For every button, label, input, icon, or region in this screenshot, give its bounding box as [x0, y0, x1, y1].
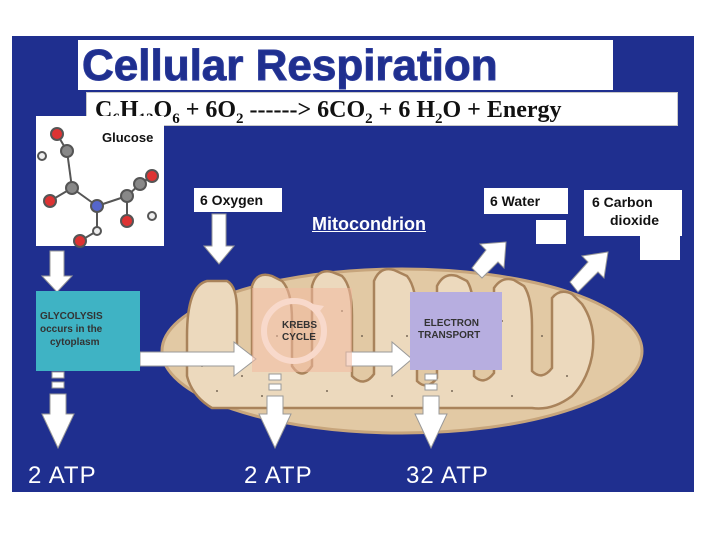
- krebs-label-line1: KREBS: [282, 320, 318, 331]
- carbon-dioxide-box: 6 Carbon dioxide: [584, 190, 682, 236]
- water-arrow: [471, 241, 507, 279]
- respiration-equation: C6H12O6 + 6O2 ------> 6CO2 + 6 H2O + Ene…: [86, 92, 678, 127]
- carbon-dioxide-label-line2: dioxide: [610, 212, 660, 228]
- krebs-cycle-box: KREBS CYCLE: [252, 288, 352, 372]
- krebs-to-electron-arrow: [345, 340, 413, 378]
- water-box: 6 Water: [484, 188, 568, 214]
- equation-subscript: 6: [172, 110, 180, 127]
- glucose-label: Glucose: [102, 130, 154, 145]
- carbon-dioxide-label-line1: 6 Carbon: [592, 194, 653, 210]
- oxygen-box: 6 Oxygen: [194, 188, 282, 212]
- krebs-label-line2: CYCLE: [282, 332, 316, 343]
- equation-subscript: 2: [365, 110, 373, 127]
- carbon-dioxide-arrow: [569, 251, 609, 293]
- title-background: [78, 40, 613, 90]
- mitochondrion-label: Mitocondrion: [312, 214, 426, 234]
- glucose-molecule-icon: [37, 127, 159, 248]
- equation-subscript: 2: [236, 110, 244, 127]
- electron-transport-box: ELECTRON TRANSPORT: [410, 292, 502, 370]
- oxygen-arrow: [202, 213, 236, 265]
- glycolysis-to-krebs-arrow: [139, 340, 257, 378]
- diagram-canvas: [36, 116, 674, 450]
- page-title: Cellular Respiration: [82, 41, 499, 90]
- glucose-arrow: [40, 250, 74, 293]
- equation-subscript: 2: [435, 110, 443, 127]
- krebs-atp: 2 ATP: [244, 462, 313, 489]
- glycolysis-label-line3: cytoplasm: [50, 337, 100, 348]
- glycolysis-label-line2: occurs in the: [40, 324, 103, 335]
- electron-label-line2: TRANSPORT: [418, 330, 481, 341]
- glycolysis-atp: 2 ATP: [28, 462, 97, 489]
- glycolysis-box: GLYCOLYSIS occurs in the cytoplasm: [36, 291, 140, 371]
- atp-arrows: [41, 371, 448, 450]
- electron-label-line1: ELECTRON: [424, 318, 479, 329]
- water-label: 6 Water: [490, 193, 541, 209]
- glycolysis-label-line1: GLYCOLYSIS: [40, 311, 103, 322]
- water-icon-box: [536, 220, 566, 244]
- electron-transport-atp: 32 ATP: [406, 462, 489, 489]
- slide: Cellular Respiration C6H12O6 + 6O2 -----…: [12, 36, 694, 492]
- carbon-dioxide-icon-box: [640, 236, 680, 260]
- oxygen-label: 6 Oxygen: [200, 192, 264, 208]
